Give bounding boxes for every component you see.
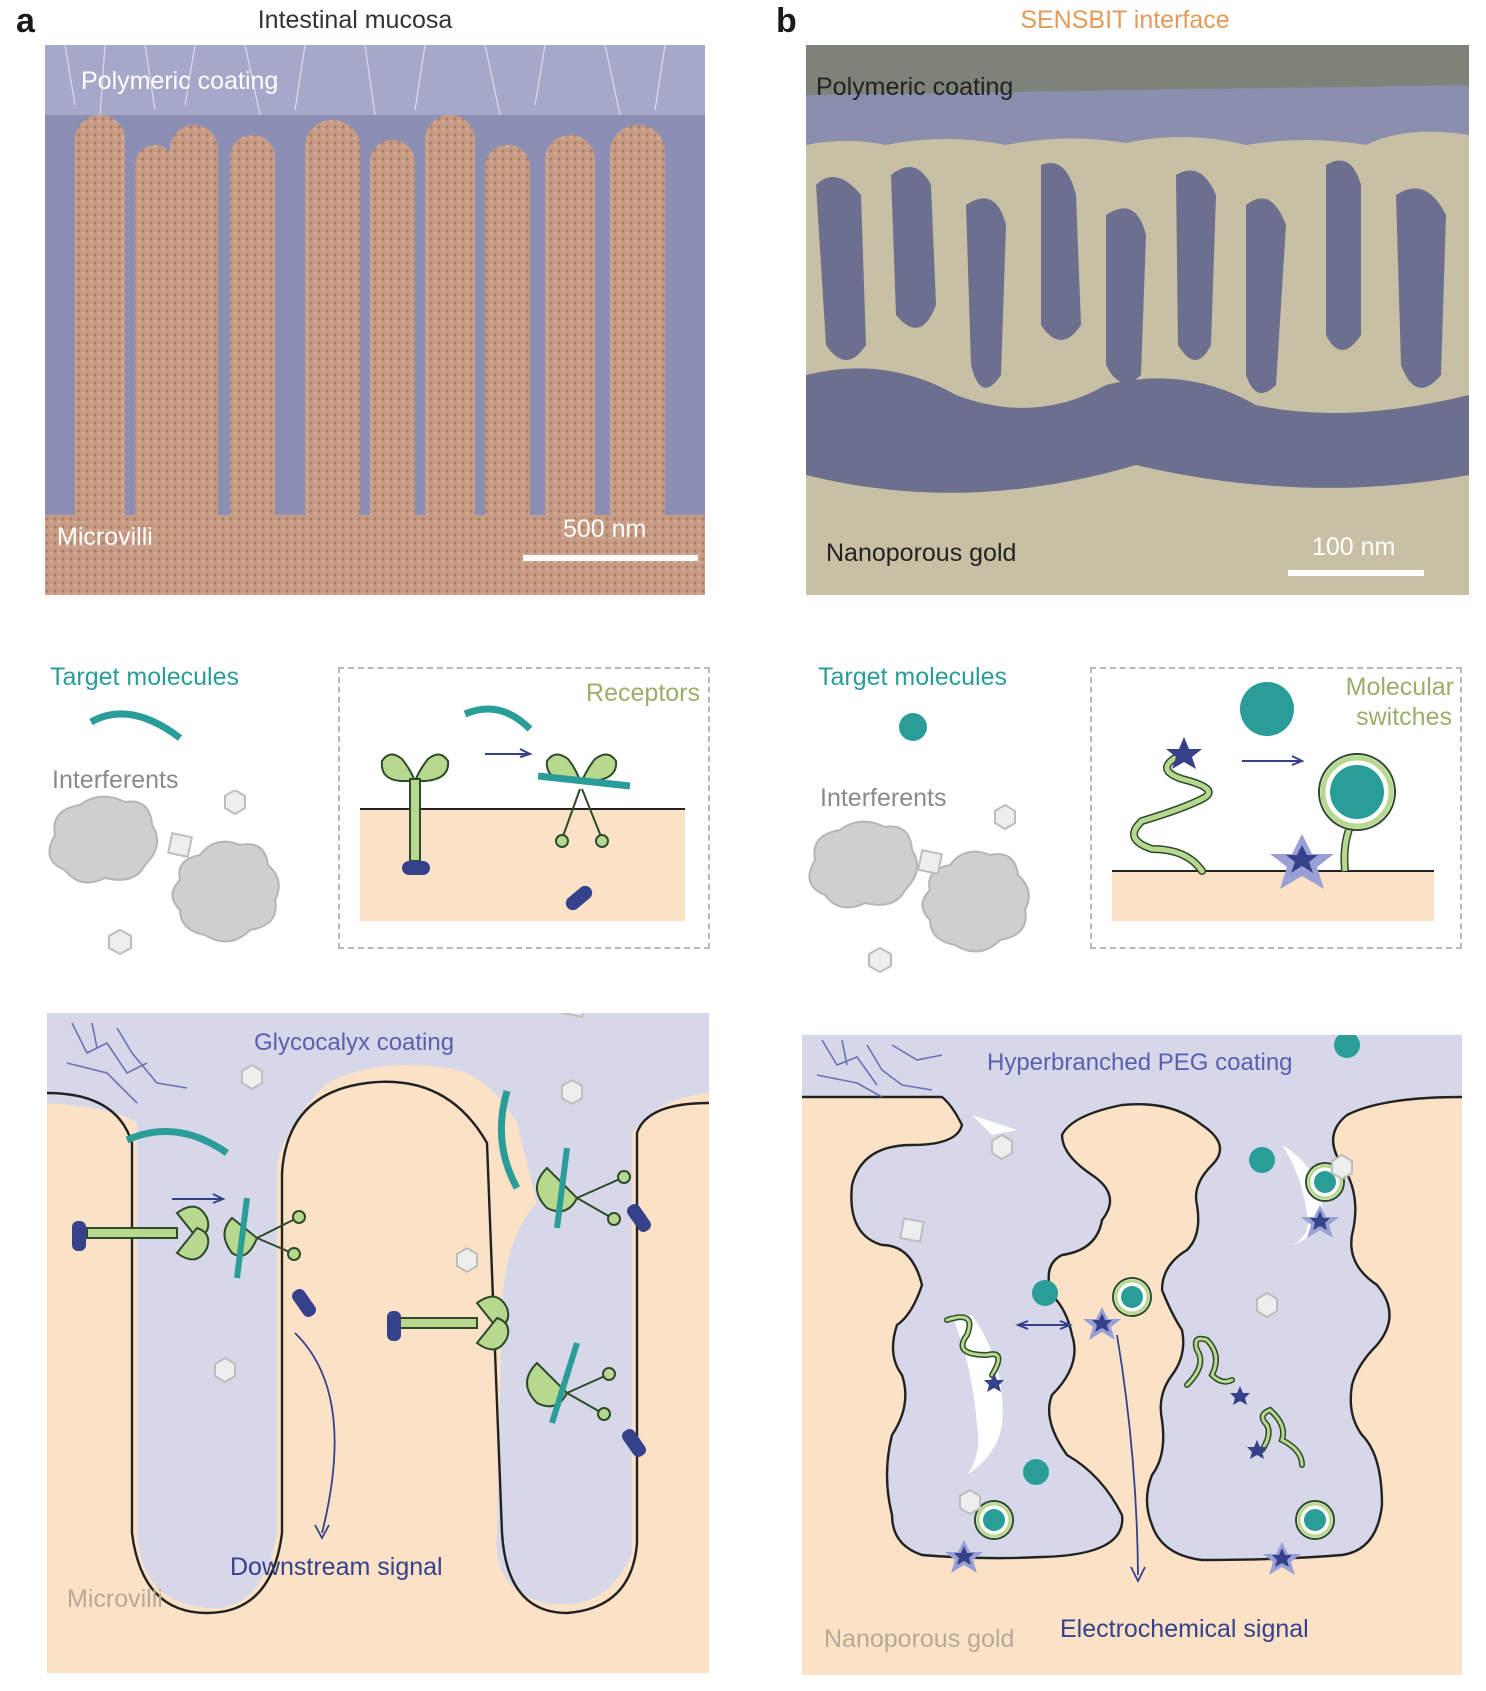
nanoporous-gold-schematic: Hyperbranched PEG coating Electrochemica… — [802, 1035, 1462, 1675]
interferents-illustration-b — [808, 803, 1030, 974]
released-anchor-icon — [565, 885, 593, 911]
interferent-hexagon-icon — [224, 790, 246, 816]
electrochemical-signal-label: Electrochemical signal — [1060, 1615, 1309, 1643]
panel-a-letter: a — [16, 2, 35, 40]
receptor-anchor-icon — [402, 861, 430, 875]
target-molecule-dot-icon — [899, 713, 927, 741]
target-molecule-arc-icon — [89, 710, 183, 741]
interferents-illustration-a — [48, 790, 280, 956]
receptors-inset-box: Receptors — [338, 667, 710, 949]
downstream-signal-label: Downstream signal — [230, 1553, 443, 1581]
glycocalyx-coating-label: Glycocalyx coating — [254, 1029, 455, 1056]
interferents-label-b: Interferents — [820, 784, 947, 812]
microvilli-schematic: Glycocalyx coating Downstream signal Mic… — [47, 1013, 709, 1673]
interferents-label-a: Interferents — [52, 766, 179, 794]
interferent-square-icon — [166, 831, 194, 859]
molecular-switches-label-line1: Molecular — [1345, 673, 1454, 701]
panel-b-letter: b — [776, 2, 797, 40]
reporter-star-icon — [1166, 737, 1202, 769]
micrograph-a-bottom-label: Microvilli — [57, 523, 153, 551]
receptor-binding-diagram — [360, 705, 685, 921]
scale-bar-a-label: 500 nm — [563, 515, 647, 543]
nanoporous-gold-substrate-label: Nanoporous gold — [824, 1625, 1015, 1653]
microvilli-micrograph: Polymeric coating Microvilli 500 nm — [45, 45, 705, 595]
target-molecule-in-coating — [125, 1128, 230, 1156]
micrograph-b-bottom-label: Nanoporous gold — [826, 539, 1017, 567]
scale-bar-b-label: 100 nm — [1312, 533, 1396, 561]
nanoporous-gold-micrograph: Polymeric coating Nanoporous gold 100 nm — [806, 45, 1469, 595]
target-molecules-label-b: Target molecules — [818, 663, 1007, 691]
molecular-switches-inset-box: Molecular switches — [1090, 667, 1462, 949]
molecular-switch-diagram — [1112, 682, 1434, 921]
peg-coating-label: Hyperbranched PEG coating — [987, 1049, 1293, 1076]
microvilli-substrate-label: Microvilli — [67, 1585, 163, 1613]
micrograph-b-top-label: Polymeric coating — [816, 73, 1014, 101]
micrograph-a-top-label: Polymeric coating — [81, 67, 279, 95]
glycocalyx-coating-region — [47, 1013, 709, 1609]
panel-a-title: Intestinal mucosa — [257, 6, 453, 34]
panel-b-title: SENSBIT interface — [1020, 6, 1230, 34]
receptors-label: Receptors — [586, 679, 700, 707]
molecular-switches-label-line2: switches — [1356, 703, 1452, 731]
target-molecules-label-a: Target molecules — [50, 663, 239, 691]
